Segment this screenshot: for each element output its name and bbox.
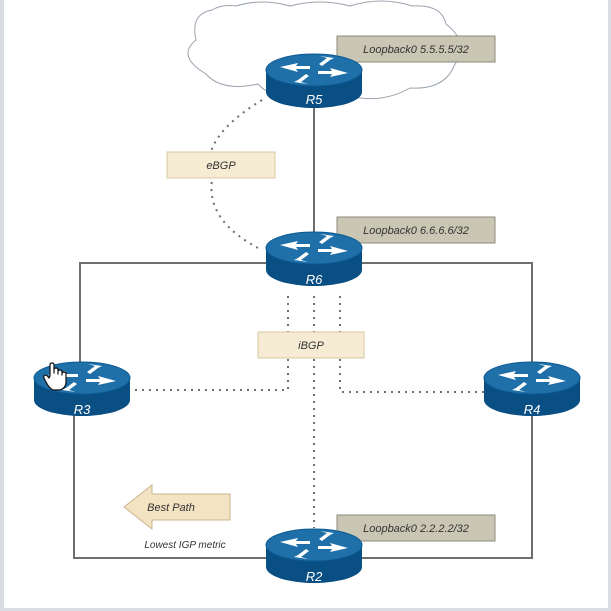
loopback-r5-text: Loopback0 5.5.5.5/32 xyxy=(363,44,469,56)
frame-border-left xyxy=(0,0,4,611)
router-r4-label: R4 xyxy=(524,402,541,417)
loopback-r6-text: Loopback0 6.6.6.6/32 xyxy=(363,225,469,237)
router-r3[interactable]: R3 xyxy=(33,361,131,417)
frame-border-right xyxy=(608,0,611,611)
router-r4[interactable]: R4 xyxy=(483,361,581,417)
ebgp-label-box: eBGP xyxy=(166,151,276,179)
router-r2-label: R2 xyxy=(306,569,323,584)
frame-border-bottom xyxy=(0,608,611,611)
loopback-box-r5: Loopback0 5.5.5.5/32 xyxy=(336,35,496,63)
loopback-box-r6: Loopback0 6.6.6.6/32 xyxy=(336,216,496,244)
loopback-box-r2: Loopback0 2.2.2.2/32 xyxy=(336,514,496,542)
router-r5-label: R5 xyxy=(306,92,323,107)
cloud-icon xyxy=(187,0,461,101)
router-r6-label: R6 xyxy=(306,272,323,287)
link-r4-r2 xyxy=(360,412,533,559)
loopback-r2-text: Loopback0 2.2.2.2/32 xyxy=(363,523,469,535)
link-r6-r3 xyxy=(79,262,270,372)
router-r5[interactable]: R5 xyxy=(265,53,363,108)
hand-pointer-icon xyxy=(43,362,67,391)
best-path-label: Best Path xyxy=(147,502,195,514)
router-r3-label: R3 xyxy=(74,402,91,417)
best-path-arrow: Best Path xyxy=(123,483,231,531)
ibgp-label-box: iBGP xyxy=(257,331,365,359)
best-path-note: Lowest IGP metric xyxy=(144,540,225,551)
link-r6-r4 xyxy=(358,262,533,368)
router-r6[interactable]: R6 xyxy=(265,231,363,287)
ebgp-label: eBGP xyxy=(206,160,236,172)
physical-links xyxy=(73,108,533,559)
ibgp-label: iBGP xyxy=(298,340,324,352)
router-r2[interactable]: R2 xyxy=(265,528,363,584)
link-r3-r2 xyxy=(73,412,266,559)
